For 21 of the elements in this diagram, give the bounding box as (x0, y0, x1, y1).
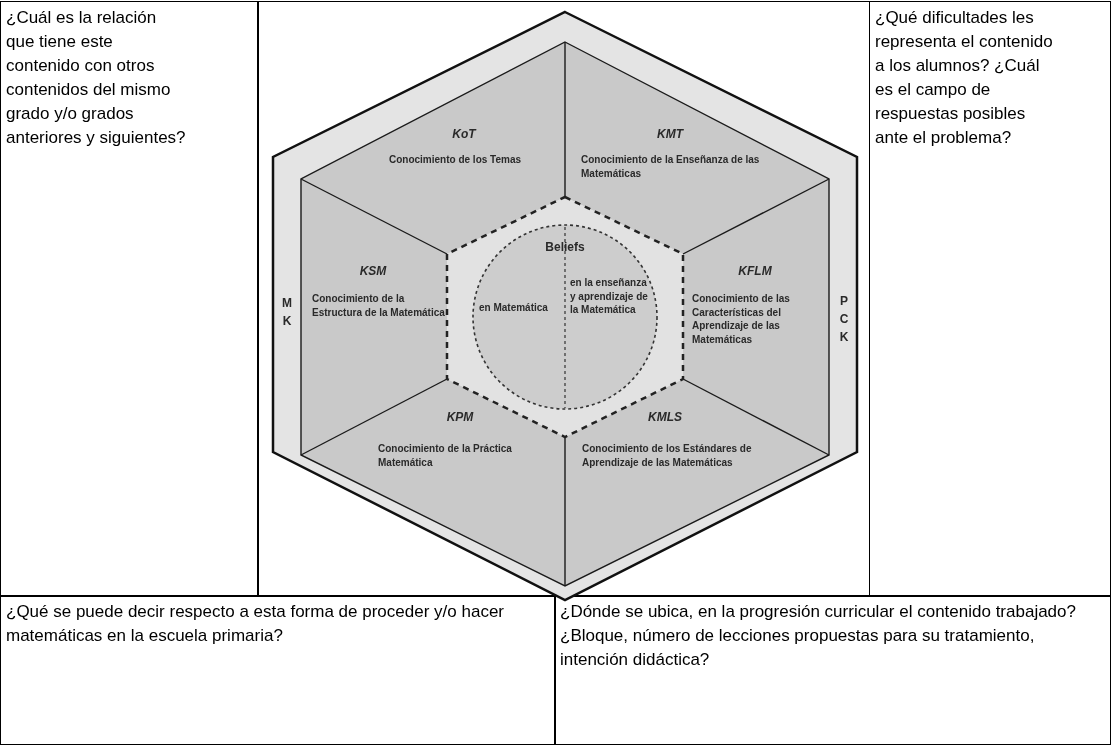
question-text: ¿Qué se puede decir respecto a esta forma de proceder y/o hacer matemáticas en la escuela primaria? (6, 601, 505, 647)
domain-description: Conocimiento de la Práctica Matemática (378, 443, 512, 468)
domain-description: Conocimiento de la Estructura de la Matemática (312, 293, 445, 318)
domain-description: Conocimiento de las Características del Aprendizaje de las Matemáticas (692, 293, 790, 345)
domain-code: KoT (452, 127, 476, 141)
domain-code: KPM (446, 410, 474, 424)
domain-description: Conocimiento de la Enseñanza de las Matemáticas (581, 154, 760, 179)
beliefs-heading: Beliefs (545, 240, 585, 254)
question-text: ¿Qué dificultades les representa el contenido a los alumnos? ¿Cuál es el campo de respuestas posibles ante el problema? (875, 7, 1054, 149)
domain-code: KMLS (648, 410, 682, 424)
domain-description: Conocimiento de los Estándares de Aprendizaje de las Matemáticas (582, 443, 752, 468)
domain-code: KMT (657, 127, 683, 141)
domain-description: en la enseñanza y aprendizaje de la Matemática (570, 277, 648, 315)
domain-code: KSM (359, 264, 387, 278)
question-text: ¿Cuál es la relación que tiene este contenido con otros contenidos del mismo grado y/o grados anteriores y siguientes? (6, 7, 186, 149)
domain-description: en Matemática (479, 302, 548, 313)
vertical-label: MK (282, 296, 292, 328)
domain-description: Conocimiento de los Temas (388, 154, 522, 165)
domain-code: KFLM (738, 264, 772, 278)
vertical-label: PCK (839, 294, 849, 344)
question-text: ¿Dónde se ubica, en la progresión curricular el contenido trabajado? ¿Bloque, número de lecciones propuestas para su tratamiento, intención didáctica? (560, 601, 1077, 671)
